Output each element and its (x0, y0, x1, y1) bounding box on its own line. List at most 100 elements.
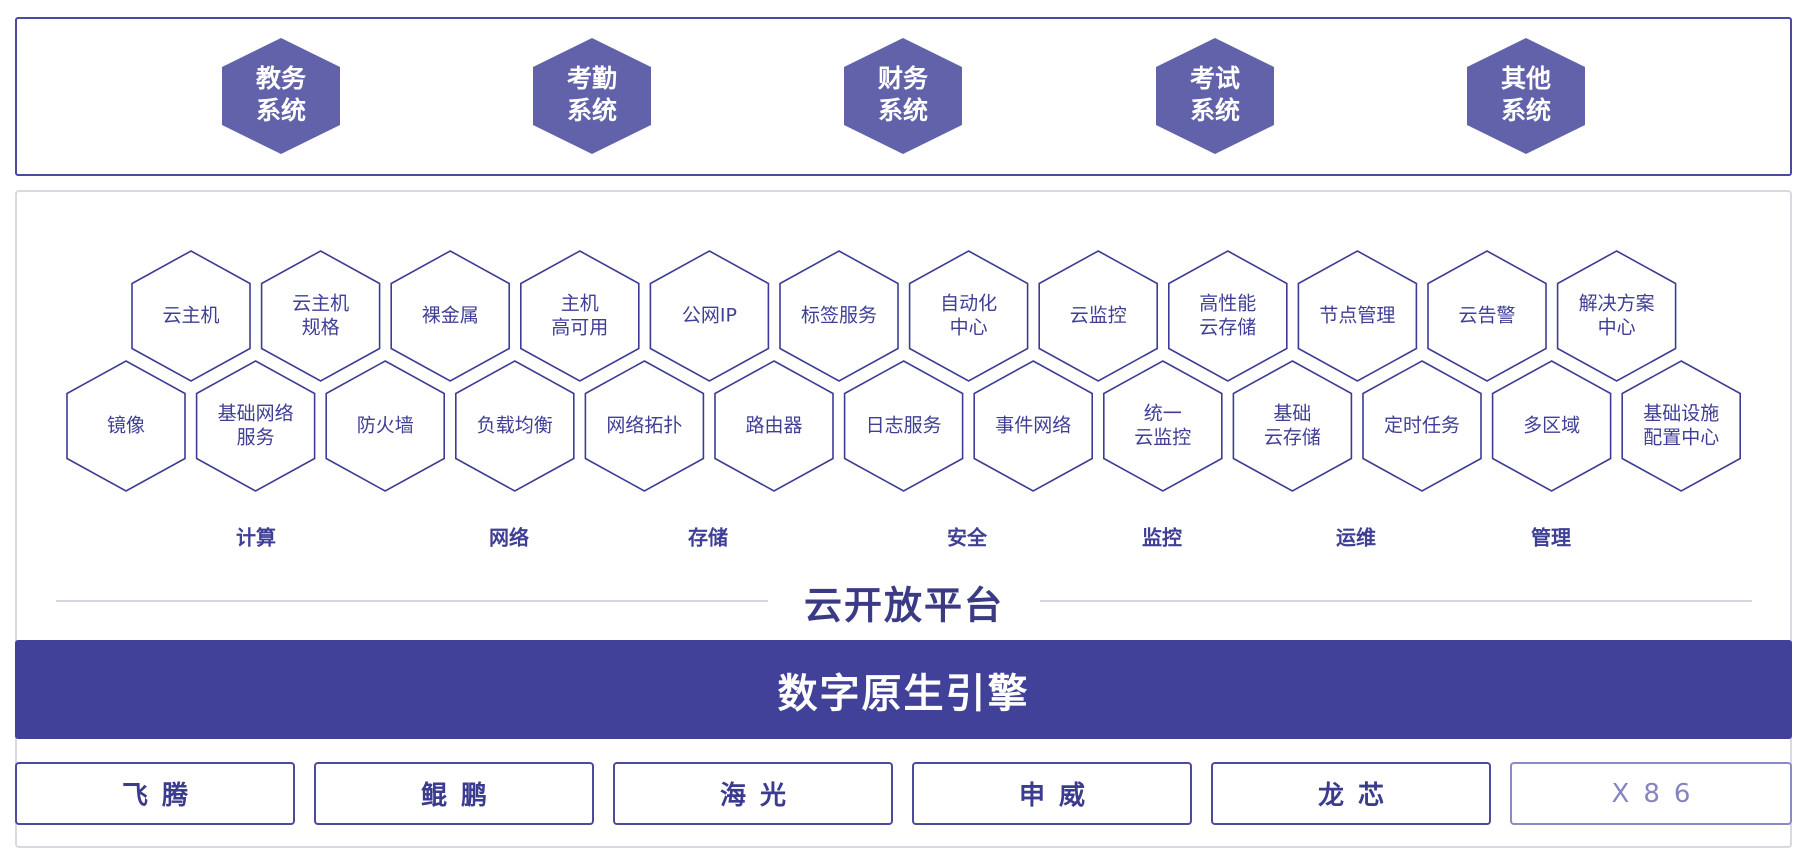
service-hex-r2-8-label: 事件网络 (995, 415, 1071, 437)
service-hex-r1-11-shape (1427, 250, 1547, 382)
service-hex-r2-7: 日志服务 (843, 360, 964, 492)
service-hex-r2-3-label: 防火墙 (357, 415, 414, 437)
service-hex-r2-11-shape (1362, 360, 1482, 492)
category-label: 管理 (1531, 526, 1571, 550)
chip-box-1: 飞腾 (15, 762, 295, 825)
service-hex-r2-13-label: 配置中心 (1643, 427, 1719, 449)
system-hex-1-shape (222, 38, 340, 154)
service-hex-r2-3-shape (325, 360, 446, 492)
chip-box-5: 龙芯 (1211, 762, 1491, 825)
chip-box-2: 鲲鹏 (314, 762, 594, 825)
service-hex-r1-1-shape (131, 250, 251, 382)
service-hex-r2-8: 事件网络 (973, 360, 1093, 492)
system-hex-4-label: 系统 (1190, 96, 1240, 125)
service-row-2: 镜像基础网络服务防火墙负载均衡网络拓扑路由器日志服务事件网络统一云监控基础云存储… (66, 360, 1741, 492)
service-hex-r1-9-label: 高性能 (1199, 293, 1256, 315)
service-hex-r1-1: 云主机 (131, 250, 251, 382)
category-label: 计算 (236, 526, 276, 550)
chip-label: X86 (1611, 778, 1705, 809)
service-hex-r1-5-shape (649, 250, 770, 382)
service-hex-r1-2-label: 云主机 (292, 293, 349, 315)
category-label: 运维 (1336, 526, 1376, 550)
service-hex-r2-10-label: 云存储 (1264, 427, 1321, 449)
chip-label: 申威 (1018, 781, 1099, 811)
service-hex-r2-2-shape (195, 360, 316, 492)
service-hex-r1-6: 标签服务 (779, 250, 899, 382)
category-labels: 计算 网络 存储 安全 监控 运维 管理 (236, 526, 1571, 550)
service-hex-r2-1-shape (66, 360, 186, 492)
service-hex-r1-4-label: 高可用 (551, 317, 608, 339)
service-hex-r1-8: 云监控 (1038, 250, 1158, 382)
system-hex-3-shape (844, 38, 962, 154)
service-hex-r1-10: 节点管理 (1297, 250, 1418, 382)
service-hex-r1-8-shape (1038, 250, 1158, 382)
service-hex-r2-6-shape (714, 360, 834, 492)
service-hex-r1-10-label: 节点管理 (1319, 305, 1395, 327)
service-hex-r2-4-label: 负载均衡 (477, 415, 553, 437)
chip-box-6: X86 (1510, 762, 1792, 825)
system-hex-1-label: 系统 (256, 96, 306, 125)
category-label: 存储 (688, 526, 728, 550)
chip-label: 飞腾 (121, 781, 202, 811)
system-hex-2-label: 考勤 (567, 64, 617, 93)
service-hex-r1-8-label: 云监控 (1070, 305, 1127, 327)
system-hex-3-label: 系统 (878, 96, 928, 125)
system-hex-5-label: 其他 (1501, 64, 1551, 93)
service-hex-r2-12-label: 多区域 (1523, 415, 1580, 437)
chip-label: 海光 (719, 781, 800, 811)
service-hex-r1-12-label: 解决方案 (1579, 293, 1655, 315)
chip-box-4: 申威 (912, 762, 1192, 825)
service-hex-r1-7-shape (908, 250, 1029, 382)
service-hex-r2-5-shape (584, 360, 705, 492)
service-hex-r1-11: 云告警 (1427, 250, 1547, 382)
service-hex-r1-7-label: 自动化 (940, 293, 997, 315)
system-hex-4-label: 考试 (1190, 64, 1240, 93)
service-hex-r2-3: 防火墙 (325, 360, 446, 492)
service-hex-r2-7-shape (843, 360, 964, 492)
service-hex-r1-3-shape (390, 250, 511, 382)
service-hex-r1-3-label: 裸金属 (422, 305, 479, 327)
service-hex-r1-9-shape (1168, 250, 1288, 382)
system-hex-3-label: 财务 (878, 64, 928, 93)
category-label: 安全 (947, 526, 988, 550)
service-hex-r2-6-label: 路由器 (745, 415, 802, 437)
engine-bar: 数字原生引擎 (15, 640, 1792, 739)
service-hex-r2-1: 镜像 (66, 360, 186, 492)
service-hex-r2-4: 负载均衡 (454, 360, 575, 492)
category-label: 监控 (1142, 526, 1182, 550)
service-hex-r2-12-shape (1491, 360, 1612, 492)
service-hex-r1-11-label: 云告警 (1458, 305, 1515, 327)
service-hex-r1-6-shape (779, 250, 899, 382)
service-hex-r1-1-label: 云主机 (162, 305, 219, 327)
engine-title: 数字原生引擎 (777, 670, 1030, 717)
service-hex-r2-2-label: 基础网络 (218, 403, 294, 425)
category-label: 网络 (489, 526, 529, 550)
service-hex-r1-4-shape (519, 250, 640, 382)
service-hex-r2-5-label: 网络拓扑 (606, 415, 682, 437)
service-hex-r1-12-shape (1556, 250, 1677, 382)
service-hex-r2-2-label: 服务 (237, 427, 275, 449)
chip-box-3: 海光 (613, 762, 893, 825)
service-hex-r1-9-label: 云存储 (1199, 317, 1256, 339)
system-hex-5-label: 系统 (1501, 96, 1551, 125)
chip-label: 龙芯 (1317, 781, 1398, 811)
service-hex-r1-6-label: 标签服务 (801, 305, 877, 327)
service-hex-r1-2-shape (260, 250, 381, 382)
service-hex-r2-9-label: 统一 (1144, 403, 1182, 425)
system-hex-1-label: 教务 (256, 64, 306, 93)
service-hex-r1-10-shape (1297, 250, 1418, 382)
system-hex-2-shape (533, 38, 651, 154)
service-hex-r2-7-label: 日志服务 (866, 415, 942, 437)
